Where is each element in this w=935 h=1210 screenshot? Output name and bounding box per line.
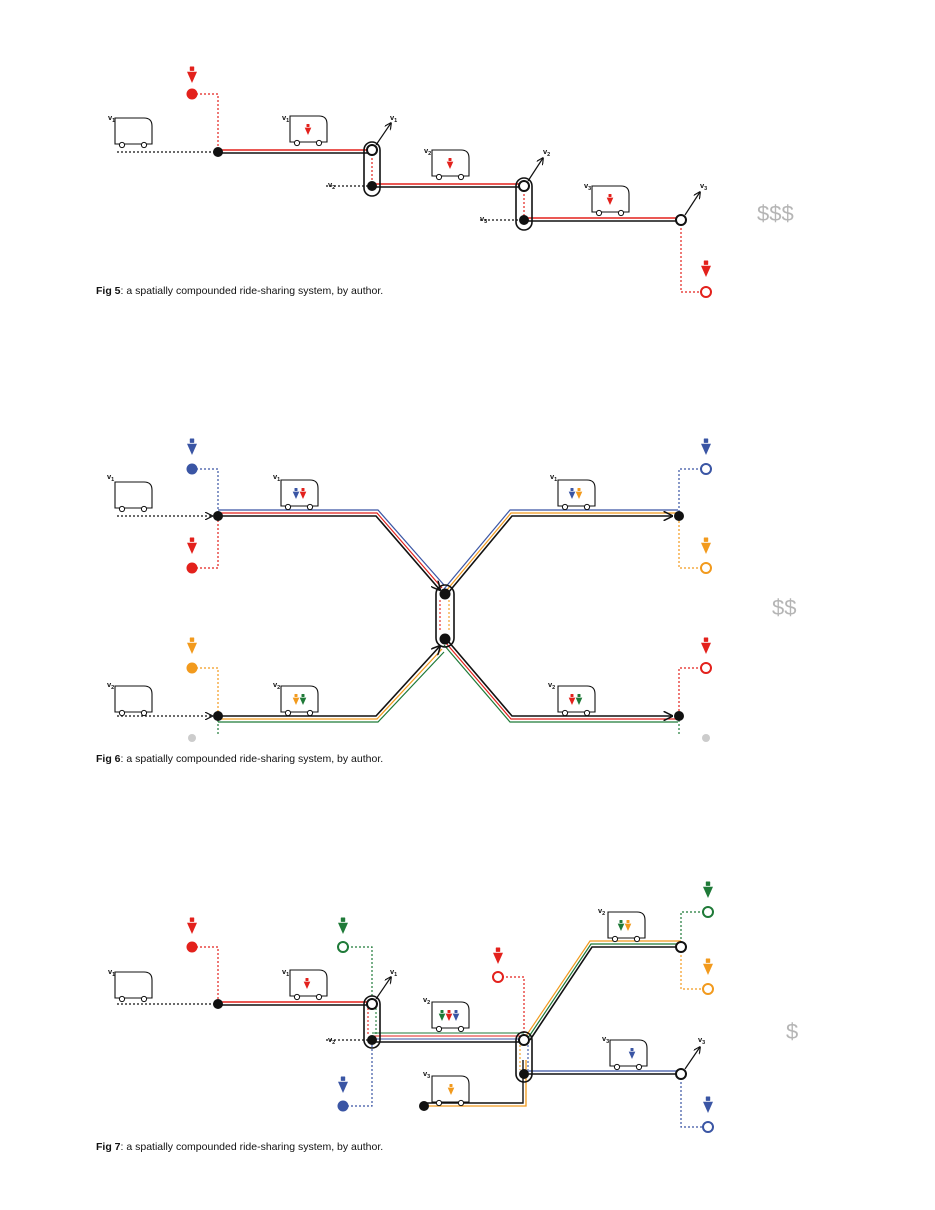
- svg-text:v1: v1: [390, 967, 397, 978]
- fig5-diagram: v1 v1 v1 v2 v2 v2 v3 v3 v3 $$$: [108, 66, 794, 298]
- fig5-caption-prefix: Fig 5: [96, 285, 121, 297]
- svg-text:v1: v1: [108, 967, 115, 978]
- svg-text:v1: v1: [550, 472, 557, 483]
- fig7-caption-text: : a spatially compounded ride-sharing sy…: [120, 1141, 384, 1153]
- svg-text:v1: v1: [107, 472, 114, 483]
- svg-text:v1: v1: [282, 967, 289, 978]
- fig6-caption: Fig 6: a spatially compounded ride-shari…: [96, 753, 383, 765]
- fig6-diagram: v1 v1 v1 v2 v2 v2 $$: [107, 438, 796, 742]
- fig6-caption-prefix: Fig 6: [96, 753, 121, 765]
- fig7-cost-label: $: [786, 1019, 798, 1044]
- fig7-caption-prefix: Fig 7: [96, 1141, 121, 1153]
- fig7-diagram: v1 v1 v1 v2 v2 v2 v3 v3 v3 $: [108, 881, 798, 1133]
- svg-text:v1: v1: [282, 113, 289, 124]
- svg-text:v2: v2: [424, 146, 431, 157]
- svg-text:v2: v2: [543, 147, 550, 158]
- svg-text:v1: v1: [273, 472, 280, 483]
- svg-text:v3: v3: [584, 181, 591, 192]
- fig7-caption: Fig 7: a spatially compounded ride-shari…: [96, 1141, 383, 1153]
- svg-text:v3: v3: [698, 1035, 705, 1046]
- svg-text:v2: v2: [328, 180, 335, 191]
- svg-text:v2: v2: [598, 906, 605, 917]
- svg-text:v2: v2: [328, 1035, 335, 1046]
- fig5-caption: Fig 5: a spatially compounded ride-shari…: [96, 285, 383, 297]
- svg-text:v3: v3: [602, 1034, 609, 1045]
- fig6-cost-label: $$: [772, 595, 796, 620]
- svg-text:v1: v1: [108, 113, 115, 124]
- svg-text:v2: v2: [423, 995, 430, 1006]
- fig5-caption-text: : a spatially compounded ride-sharing sy…: [120, 285, 384, 297]
- svg-text:v2: v2: [107, 680, 114, 691]
- svg-text:v1: v1: [390, 113, 397, 124]
- fig5-cost-label: $$$: [757, 201, 794, 226]
- fig6-caption-text: : a spatially compounded ride-sharing sy…: [120, 753, 384, 765]
- svg-text:v3: v3: [480, 214, 487, 225]
- svg-text:v2: v2: [548, 680, 555, 691]
- svg-text:v2: v2: [273, 680, 280, 691]
- svg-text:v3: v3: [700, 181, 707, 192]
- svg-text:v3: v3: [423, 1069, 430, 1080]
